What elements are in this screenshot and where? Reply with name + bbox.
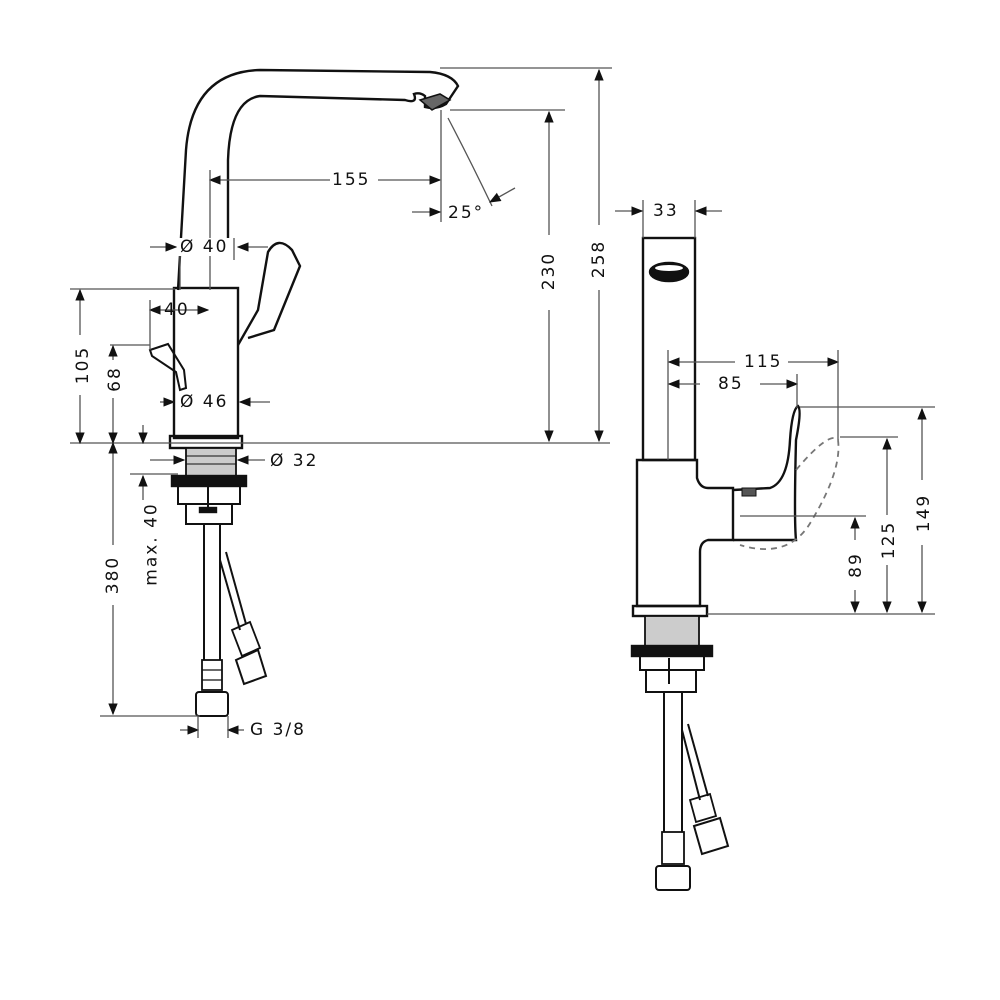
dim-lever-reach: 85	[716, 374, 746, 394]
body	[172, 286, 240, 440]
lever	[236, 241, 302, 346]
dim-body-height: 105	[73, 343, 94, 387]
lever-front	[732, 404, 801, 542]
dim-body-offset: 40	[164, 300, 190, 320]
dim-lever-reach-max: 115	[742, 352, 785, 372]
spout-outline	[176, 68, 460, 291]
dim-lever-height-mid: 125	[879, 518, 900, 562]
body-front	[635, 458, 735, 608]
dim-spout-height: 230	[539, 249, 560, 293]
dim-spray-angle: 25°	[446, 203, 487, 223]
side-view-dimensions	[70, 67, 612, 738]
dim-spout-reach: 155	[330, 170, 373, 190]
dim-body-diameter: Ø 46	[180, 392, 229, 412]
dim-total-height: 258	[589, 237, 610, 281]
dim-hose-length: 380	[103, 553, 124, 597]
lever-open-ghost	[739, 437, 840, 550]
front-view	[630, 236, 840, 891]
front-view-dimensions	[615, 200, 935, 615]
dim-spout-width: 33	[651, 201, 681, 221]
dim-shank-diameter: Ø 32	[268, 451, 321, 471]
dim-lever-height-max: 149	[914, 491, 935, 535]
dim-spout-diameter: Ø 40	[178, 237, 231, 257]
dim-hose-thread: G 3/8	[248, 720, 308, 740]
side-view	[148, 68, 460, 717]
dim-max-deck: max. 40	[141, 500, 162, 588]
dim-lever-height: 68	[104, 364, 125, 394]
dim-lever-height-low: 89	[845, 550, 866, 580]
